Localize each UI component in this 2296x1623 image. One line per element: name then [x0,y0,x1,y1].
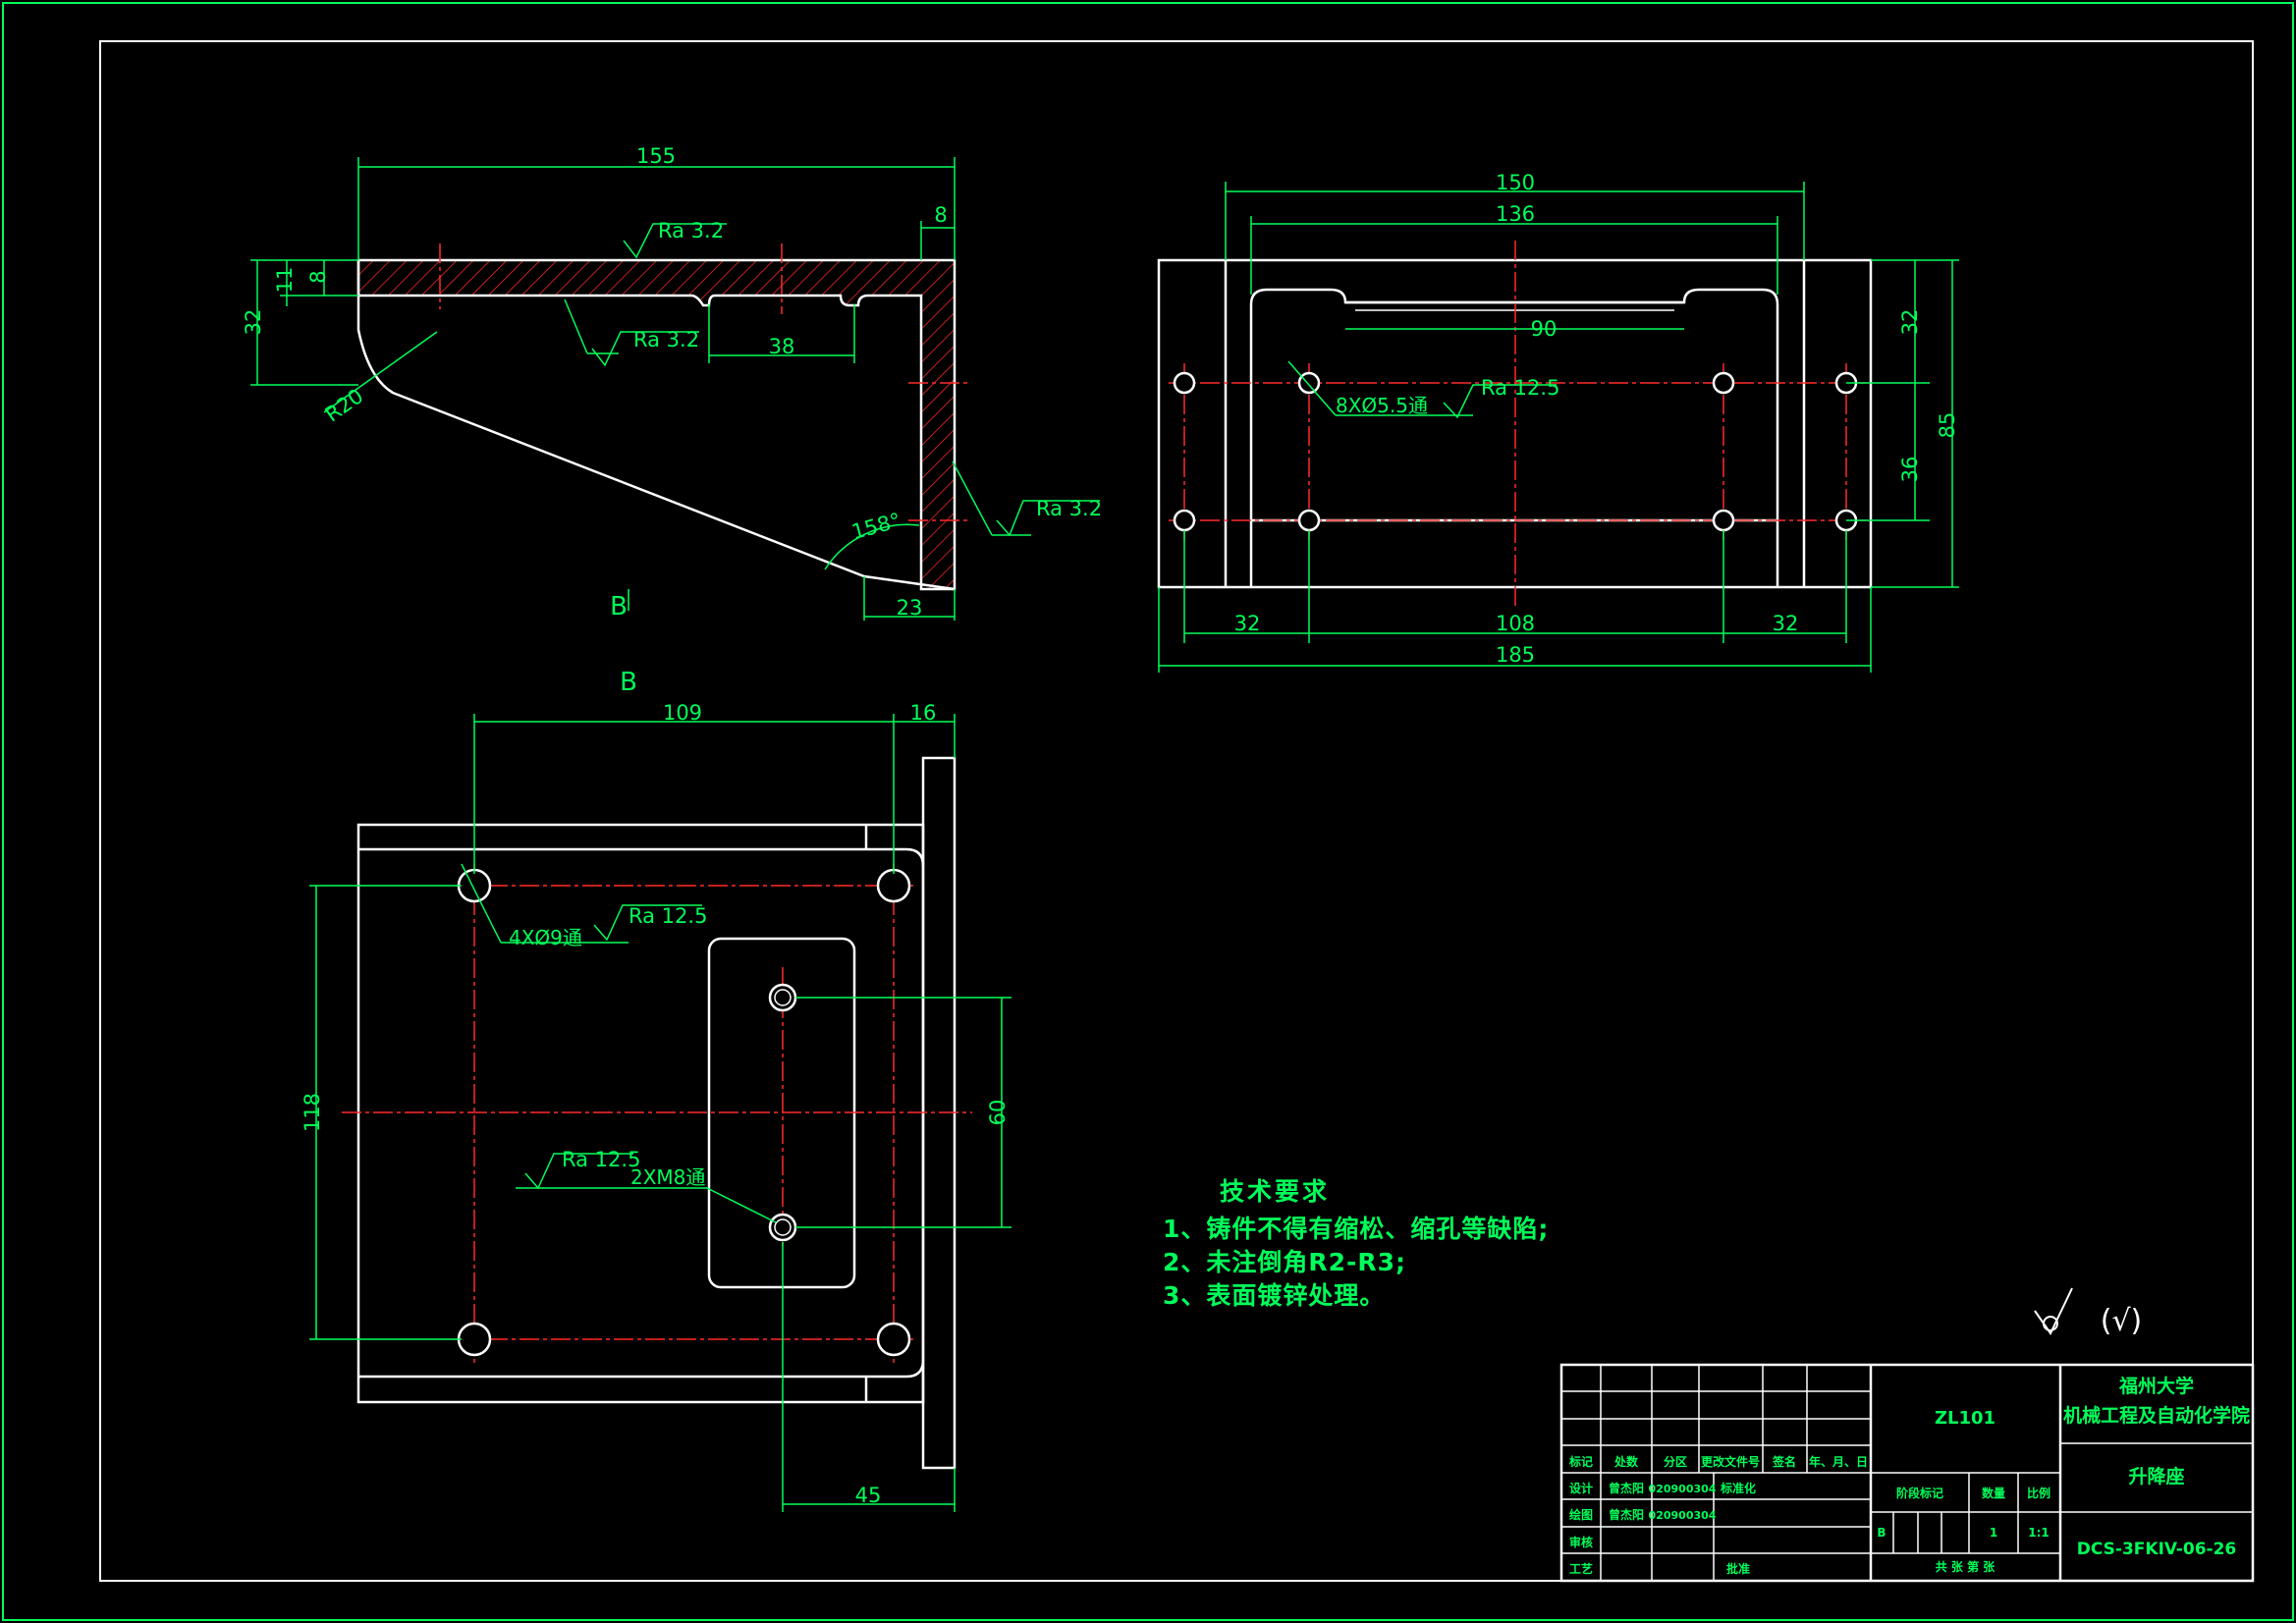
general-roughness-symbol [2034,1287,2073,1335]
dim-11: 11 [273,267,297,294]
sheet-count: 共 张 第 张 [1936,1559,1996,1574]
tech-requirement-2: 2、未注倒角R2-R3; [1163,1248,1407,1276]
label-design: 设计 [1569,1481,1593,1495]
header-doc: 更改文件号 [1701,1454,1760,1469]
roughness-4: Ra 12.5 [1481,376,1559,400]
stage-value: B [1877,1526,1886,1540]
dim-38: 38 [769,335,795,358]
designer-id: 020900304 [1649,1483,1717,1495]
label-stage: 阶段标记 [1896,1486,1943,1500]
top-view-holes [1173,371,1858,532]
section-view [356,243,967,591]
dim-r20: R20 [321,384,368,426]
roughness-6: Ra 12.5 [562,1148,640,1171]
dim-45: 45 [855,1484,882,1507]
roughness-3: Ra 3.2 [1036,497,1102,520]
dim-32-height: 32 [242,309,265,336]
label-standard: 标准化 [1720,1481,1756,1495]
label-qty: 数量 [1982,1486,2005,1500]
rib-outline [356,260,956,591]
header-date: 年、月、日 [1809,1454,1868,1469]
part-name: 升降座 [2128,1465,2184,1488]
general-roughness-note: (√) [2101,1304,2143,1338]
dim-32-right: 32 [1898,309,1922,336]
label-draw: 绘图 [1569,1507,1593,1522]
dim-150: 150 [1496,171,1535,194]
drafter: 曾杰阳 [1609,1507,1644,1522]
section-hatch [356,258,957,591]
header-sign: 签名 [1772,1454,1796,1469]
label-scale: 比例 [2027,1486,2050,1500]
view-b-centerlines [342,864,972,1365]
designer: 曾杰阳 [1609,1481,1644,1495]
roughness-2: Ra 3.2 [633,328,699,352]
view-arrow-label: B [610,592,628,622]
dim-8-wall: 8 [934,203,947,227]
roughness-1: Ra 3.2 [658,219,724,243]
dim-109: 109 [663,701,702,725]
title-block [1559,1363,2255,1583]
dim-185: 185 [1496,643,1535,667]
dim-155: 155 [636,144,676,168]
scale-value: 1:1 [2028,1526,2050,1540]
hole-note-2xm8: 2XM8通 [630,1165,705,1189]
school-name: 福州大学 [2118,1375,2194,1397]
tech-requirements-title: 技术要求 [1220,1177,1331,1206]
tech-requirement-3: 3、表面镀锌处理。 [1163,1281,1386,1310]
material: ZL101 [1935,1408,1995,1429]
dim-36: 36 [1898,457,1922,483]
top-view-centerlines [1169,241,1866,609]
dim-85: 85 [1936,412,1959,439]
label-approve: 批准 [1726,1561,1750,1576]
header-zone: 分区 [1664,1454,1687,1469]
hole-note-8x5-5: 8XØ5.5通 [1336,394,1428,417]
view-b-label: B [620,668,637,697]
dim-108: 108 [1496,612,1535,635]
dim-136: 136 [1496,202,1535,226]
inner-frame [99,40,2254,1582]
dim-60: 60 [986,1100,1010,1126]
label-process: 工艺 [1569,1561,1593,1576]
dim-32-bottom-right: 32 [1773,612,1799,635]
dim-90: 90 [1531,317,1558,341]
view-b-dims [309,714,1011,1512]
drawing-number: DCS-3FKIV-06-26 [2077,1540,2237,1559]
college-name: 机械工程及自动化学院 [2063,1404,2250,1427]
dim-118: 118 [301,1093,324,1132]
dim-32-left: 32 [1234,612,1261,635]
drafter-id: 020900304 [1649,1509,1717,1522]
hole-note-4x9: 4XØ9通 [509,926,582,949]
qty-value: 1 [1990,1526,1997,1540]
tech-requirement-1: 1、铸件不得有缩松、缩孔等缺陷; [1163,1215,1550,1243]
dim-8-top: 8 [306,270,330,283]
view-b-holes [457,868,911,1357]
dim-angle-158: 158° [849,509,903,544]
section-dims [250,157,1100,621]
label-check: 审核 [1569,1535,1593,1549]
dim-16: 16 [910,701,937,725]
top-view-dims [1158,182,1959,673]
header-count: 处数 [1613,1454,1639,1469]
header-mark: 标记 [1568,1454,1593,1469]
roughness-5: Ra 12.5 [629,904,707,928]
dim-23: 23 [897,596,923,620]
